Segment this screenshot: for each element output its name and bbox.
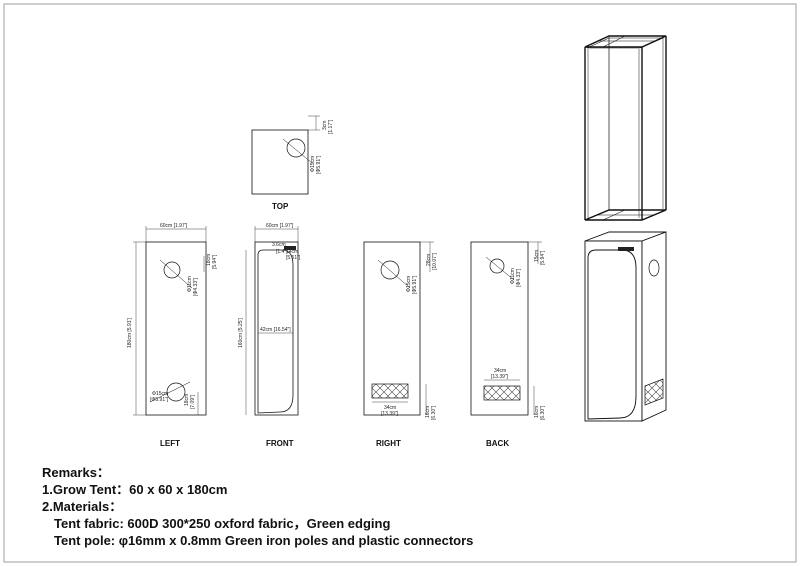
remarks-item-materials: 2.Materials： (42, 499, 123, 514)
left-hole-bottom-dim: Φ15cm (152, 391, 168, 397)
back-top-dim-in: [5.94"] (540, 250, 546, 265)
right-vent-h-dim: 16cm (425, 406, 431, 418)
back-vent-w-dim: 34cm (494, 368, 506, 374)
tent-3d (584, 231, 667, 422)
right-hole-dim: Φ15cm (406, 276, 412, 292)
tent-3d-side-hole (648, 259, 660, 277)
back-view: 15cm [5.94"] Φ11cm [Φ4.33"] 34cm [13.39"… (470, 241, 546, 448)
right-view: 28cm [10.07"] Φ15cm [Φ5.91"] 34cm [13.39… (363, 241, 438, 448)
remarks-block: Remarks： 1.Grow Tent：60 x 60 x 180cm 2.M… (42, 464, 473, 549)
right-top-dim: 28cm (426, 254, 432, 266)
pole-frame-3d (584, 35, 667, 221)
front-view-label: FRONT (266, 439, 294, 448)
right-vent-w-dim: 34cm (384, 405, 396, 411)
tent-3d-side-vent (644, 378, 664, 406)
top-hole-dim-in: [Φ5.91"] (316, 155, 322, 174)
left-hole-top-dim-in: [Φ4.33"] (193, 277, 199, 296)
front-window-dim: 14cm (286, 249, 298, 255)
front-height-dim: 160cm [5.25'] (238, 318, 244, 348)
back-vent-h-dim: 16cm (534, 406, 540, 418)
back-view-outline (470, 241, 529, 416)
left-vent-dim: 18cm (206, 254, 212, 266)
right-view-label: RIGHT (376, 439, 401, 448)
top-height-dim: 3cm (322, 121, 328, 130)
left-vent-dim-in: [5.94"] (212, 254, 218, 269)
remarks-title: Remarks： (42, 465, 110, 480)
right-hole-dim-in: [Φ5.91"] (412, 275, 418, 294)
back-vent-h-dim-in: [6.30"] (540, 405, 546, 420)
right-vent-h-dim-in: [6.30"] (431, 405, 437, 420)
front-window (284, 246, 296, 250)
front-top-dim-in: [1.4"] (276, 249, 288, 255)
top-view-label: TOP (272, 202, 289, 211)
top-hole-dim: Φ15cm (310, 156, 316, 172)
front-door-outline (257, 249, 294, 414)
left-hole-top (163, 261, 181, 279)
tent-3d-door (587, 249, 637, 420)
front-door-dim: 42cm [16.54"] (260, 327, 291, 333)
back-hole-dim: Φ11cm (510, 268, 516, 284)
remarks-item-grow-tent: 1.Grow Tent：60 x 60 x 180cm (42, 482, 228, 497)
remarks-tent-pole: Tent pole: φ16mm x 0.8mm Green iron pole… (54, 533, 474, 548)
back-vent-mesh (483, 385, 521, 401)
left-hole-top-dim: Φ11cm (187, 276, 193, 292)
right-view-outline (363, 241, 421, 416)
top-hole (286, 138, 306, 158)
back-top-dim: 15cm (534, 250, 540, 262)
back-hole-dim-in: [Φ4.33"] (516, 268, 522, 287)
back-hole (489, 258, 505, 274)
right-vent-w-dim-in: [13.39"] (381, 411, 399, 417)
left-view-label: LEFT (160, 439, 180, 448)
sheet-border (3, 3, 797, 563)
front-top-dim: 3.6cm (272, 242, 286, 248)
left-view: 60cm [1.97'] 180cm [5.91'] Φ11cm [Φ4.33"… (127, 223, 218, 448)
front-window-dim-in: [5.51"] (286, 255, 301, 261)
top-view-outline (251, 129, 309, 195)
left-hole-bottom (166, 382, 186, 402)
front-view: 60cm [1.97'] 3.6cm [1.4"] 14cm [5.51"] 1… (238, 223, 301, 448)
remarks-tent-fabric: Tent fabric: 600D 300*250 oxford fabric，… (54, 516, 391, 531)
left-bottom-dim-in: [7.09"] (190, 394, 196, 409)
back-vent-w-dim-in: [13.39"] (491, 374, 509, 380)
tent-3d-window (618, 247, 634, 251)
left-width-dim: 60cm [1.97'] (160, 223, 188, 229)
front-width-dim: 60cm [1.97'] (266, 223, 294, 229)
front-view-outline (254, 241, 299, 416)
right-top-dim-in: [10.07"] (432, 252, 438, 270)
left-bottom-dim: 18cm (184, 394, 190, 406)
top-height-dim-in: [1.17"] (328, 119, 334, 134)
left-view-outline (145, 241, 207, 416)
right-hole (380, 260, 400, 280)
top-view: 3cm [1.17"] Φ15cm [Φ5.91"] TOP (251, 115, 334, 211)
left-hole-bottom-dim-in: [Φ5.91"] (150, 397, 169, 403)
right-vent-mesh (371, 383, 409, 399)
left-height-dim: 180cm [5.91'] (127, 318, 133, 348)
back-view-label: BACK (486, 439, 509, 448)
